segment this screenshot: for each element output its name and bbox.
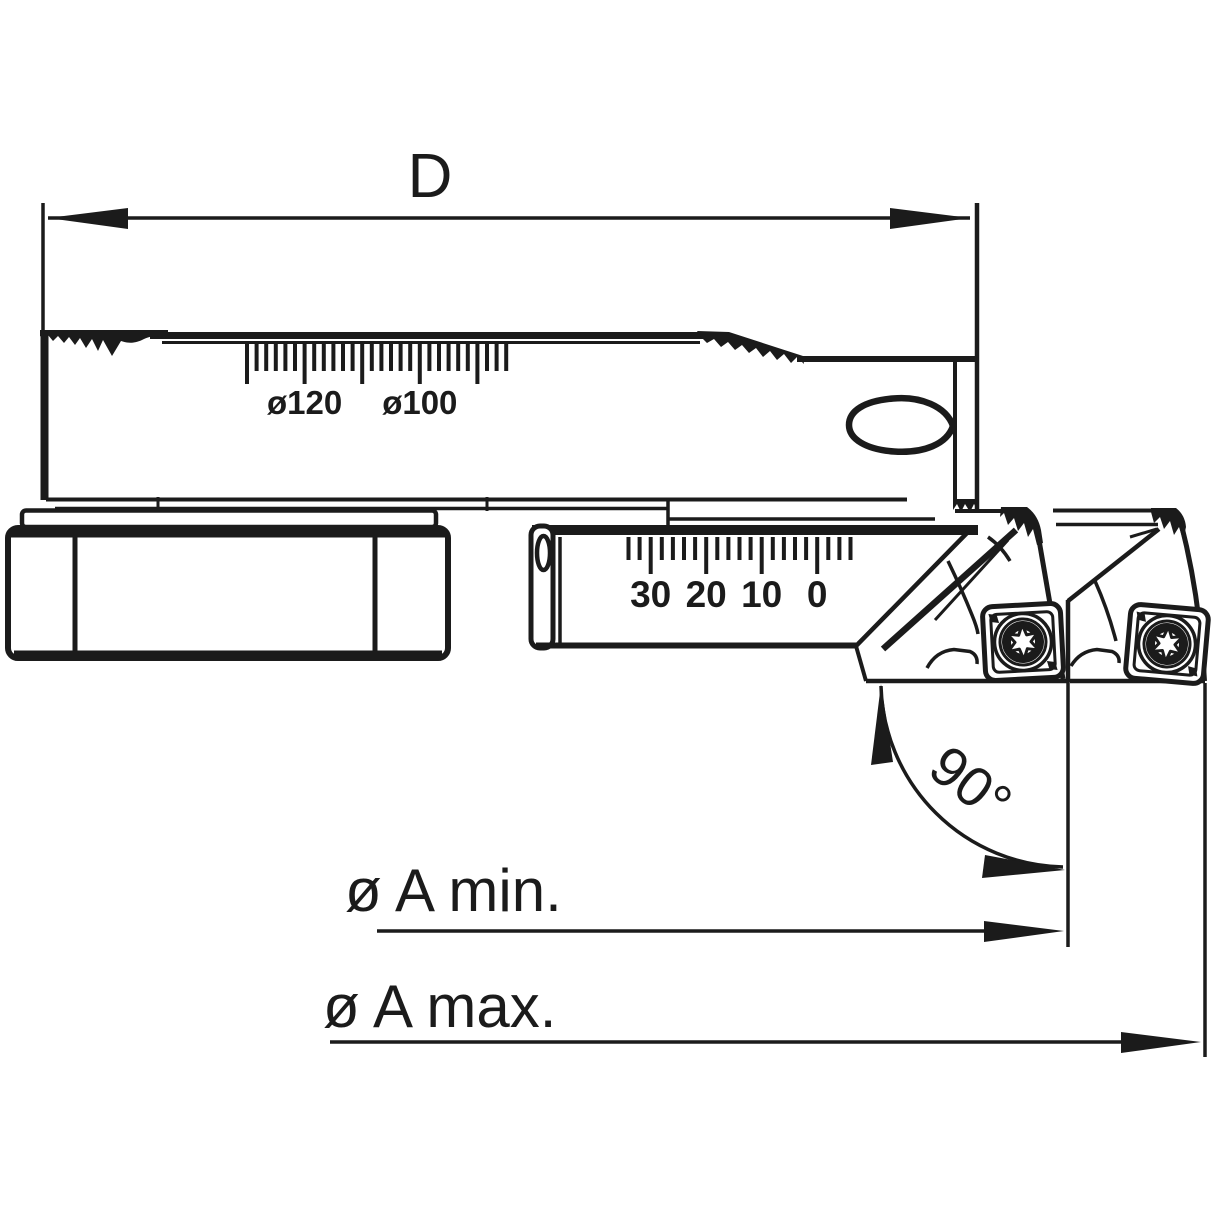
base-block	[5, 508, 451, 661]
arc-arrow-right-icon	[982, 855, 1065, 878]
oil-slot	[845, 394, 957, 455]
a-max-arrow-icon	[1121, 1032, 1201, 1053]
slide-end-hole	[534, 533, 553, 573]
block-top-plate	[19, 508, 439, 530]
tool-slide	[528, 523, 1019, 682]
cartridge-front-curve	[946, 560, 980, 635]
cartridge-left	[866, 507, 1068, 681]
diameter-label: D	[408, 142, 453, 211]
block-outline	[5, 525, 451, 661]
a-min-dimension: ø A min.	[345, 857, 1064, 942]
cartridge-clamp-claw	[1000, 507, 1043, 545]
upper-scale-value-label: ø120	[267, 384, 342, 421]
pocket-edge	[1129, 527, 1158, 539]
cartridge-right	[1053, 508, 1209, 684]
cartridge-clamp-claw	[1151, 508, 1186, 540]
a-max-dimension: ø A max.	[323, 683, 1207, 1057]
arrow-left-icon	[48, 208, 128, 229]
cartridge-diagonal	[1066, 527, 1161, 603]
slide-diagonal-face	[854, 531, 969, 648]
lower-scale-value-label: 10	[741, 574, 782, 615]
clamp-serration-right	[953, 499, 979, 512]
lower-scale-value-label: 30	[630, 574, 671, 615]
knurl-slope-right	[697, 331, 804, 364]
slide-bottom-step	[854, 645, 868, 682]
upper-scale-value-label: ø100	[382, 384, 457, 421]
arrow-right-icon	[890, 208, 970, 229]
lower-scale-value-label: 20	[686, 574, 727, 615]
angle-label: 90°	[918, 733, 1024, 835]
diameter-scale: ø120 ø100	[245, 341, 509, 421]
cartridge-front-curve	[1093, 580, 1118, 642]
serration-left	[40, 330, 168, 356]
clamp-wedge-diagonal	[880, 527, 1019, 652]
clamp-finger	[925, 647, 979, 669]
tool-head-body	[40, 330, 979, 528]
insert-left	[982, 603, 1064, 681]
angle-dimension: 90°	[871, 682, 1070, 947]
a-min-label: ø A min.	[345, 857, 562, 924]
adjustment-scale: 30 20 10 0	[626, 537, 853, 615]
cartridge-top-curve	[986, 535, 1012, 562]
insert-right	[1125, 604, 1209, 685]
a-min-arrow-icon	[984, 921, 1064, 942]
clamp-finger	[1069, 647, 1121, 667]
arc-arrow-up-icon	[871, 684, 893, 765]
lower-scale-value-label: 0	[807, 574, 828, 615]
a-max-label: ø A max.	[323, 973, 556, 1040]
clamp-wedge-inner-line	[933, 538, 1010, 622]
diameter-dimension: D	[41, 142, 980, 513]
